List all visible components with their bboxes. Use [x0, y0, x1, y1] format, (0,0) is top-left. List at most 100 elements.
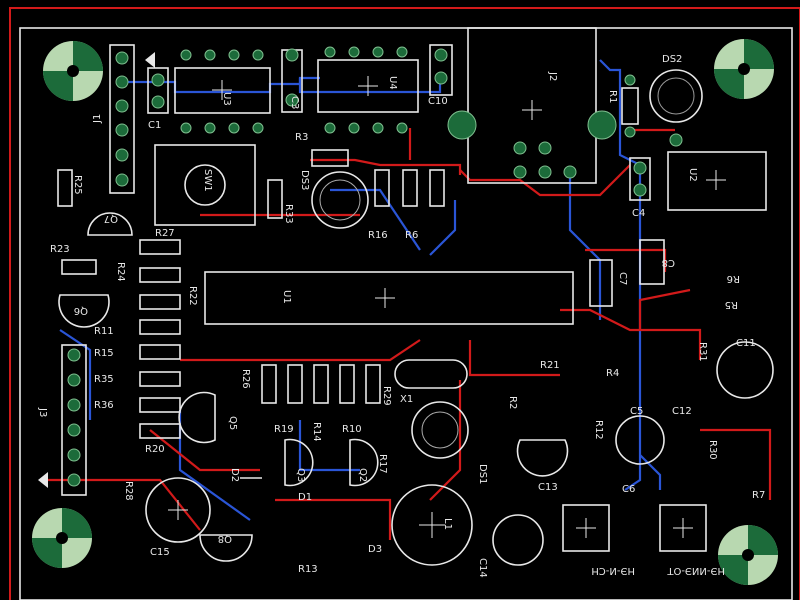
mount-hole-top-left: [43, 41, 103, 101]
transistor-q4: [516, 439, 569, 477]
label-u3: U3: [221, 92, 232, 106]
label-r31: R31: [697, 342, 708, 362]
label-c5: C5: [630, 406, 643, 417]
label-r25: R25: [72, 175, 83, 195]
label-q3: Q3: [295, 468, 306, 482]
label-r23: R23: [50, 244, 70, 255]
label-sw1: SW1: [202, 169, 213, 192]
led-ds1: [411, 401, 469, 459]
resistor-group-r16-r9: [374, 169, 445, 207]
label-r28: R28: [123, 481, 134, 501]
label-r24: R24: [115, 262, 126, 282]
transistor-q2: [349, 438, 379, 487]
label-c3: C3: [289, 96, 300, 109]
capacitor-c5: [615, 415, 665, 465]
label-r36: R36: [94, 400, 114, 411]
label-x1: X1: [400, 394, 413, 405]
label-r29: R29: [381, 386, 392, 406]
label-r3: R3: [295, 132, 308, 143]
label-r14: R14: [311, 422, 322, 442]
label-r6b: R6: [727, 273, 740, 284]
label-q7: Q7: [104, 213, 118, 224]
label-r33: R33: [283, 204, 294, 224]
board-outline-red: [9, 7, 800, 600]
label-c14: C14: [477, 558, 488, 578]
label-r13: R13: [298, 564, 318, 575]
label-c4: C4: [632, 208, 645, 219]
resistor-column: [139, 239, 181, 439]
label-ds1: DS1: [477, 464, 488, 484]
mount-hole-top-right: [714, 39, 774, 99]
label-c1: C1: [148, 120, 161, 131]
inductor-l1: [391, 484, 473, 566]
capacitor-c10: [429, 44, 453, 96]
label-j3: J3: [37, 407, 48, 417]
label-q5: Q5: [227, 416, 238, 430]
label-r15: R15: [94, 348, 114, 359]
label-r1: R1: [607, 90, 618, 103]
label-r22: R22: [187, 286, 198, 306]
label-r21: R21: [540, 360, 560, 371]
crystal-x1: [394, 359, 468, 389]
label-d3: D3: [368, 544, 382, 555]
mounting-holes: [32, 39, 778, 585]
label-r4: R4: [606, 368, 619, 379]
mount-hole-bottom-left: [32, 508, 92, 568]
label-r26: R26: [240, 369, 251, 389]
resistor-r23: [61, 259, 97, 275]
label-c12: C12: [672, 406, 692, 417]
connector-j2: [447, 27, 617, 184]
label-r12: R12: [593, 420, 604, 440]
label-r16: R16: [368, 230, 388, 241]
label-c15: C15: [150, 547, 170, 558]
label-r35: R35: [94, 374, 114, 385]
label-u4: U4: [387, 76, 398, 90]
label-d1: D1: [298, 492, 312, 503]
led-ds2: [649, 69, 703, 147]
resistor-r25: [57, 169, 73, 207]
label-r11: R11: [94, 326, 114, 337]
resistor-r33: [267, 179, 283, 219]
capacitor-c15: [145, 477, 211, 543]
label-c8: C8: [662, 257, 675, 268]
connector-j1: [109, 44, 155, 194]
label-c13: C13: [538, 482, 558, 493]
capacitor-c7: [589, 259, 613, 307]
label-c11: C11: [736, 338, 756, 349]
label-l1: L1: [442, 518, 453, 530]
capacitor-c4: [629, 157, 651, 201]
label-footer-right: HЭ-ИИЭ-ОТ: [666, 565, 725, 576]
board-outline-silk: [19, 27, 793, 600]
transistor-q7: [87, 212, 133, 236]
resistor-r3: [311, 149, 349, 167]
label-c6: C6: [622, 484, 635, 495]
transistor-q6: [58, 294, 110, 328]
label-r2: R2: [507, 396, 518, 409]
capacitor-c3: [281, 48, 303, 113]
ic-u1: [204, 271, 574, 325]
label-c10: C10: [428, 96, 448, 107]
ic-u2: [667, 151, 767, 211]
capacitor-c8: [639, 239, 665, 285]
label-u2: U2: [687, 168, 698, 182]
label-q6: Q6: [74, 305, 88, 316]
label-c7: C7: [617, 272, 628, 285]
label-r17: R17: [377, 454, 388, 474]
label-q2: Q2: [357, 468, 368, 482]
regulator-right: [659, 504, 707, 552]
label-r6: R6: [405, 230, 418, 241]
capacitor-c1: [147, 67, 169, 114]
led-ds3: [311, 171, 369, 229]
label-r7: R7: [752, 490, 765, 501]
label-j1: J1: [92, 114, 103, 124]
transistor-q8: [199, 534, 253, 562]
label-ds3: DS3: [299, 170, 310, 190]
label-r20: R20: [145, 444, 165, 455]
label-r5: R5: [725, 299, 738, 310]
ic-u3: [174, 49, 271, 134]
resistor-r1: [621, 74, 639, 138]
connector-j3: [38, 344, 87, 496]
label-q8: Q8: [218, 533, 232, 544]
